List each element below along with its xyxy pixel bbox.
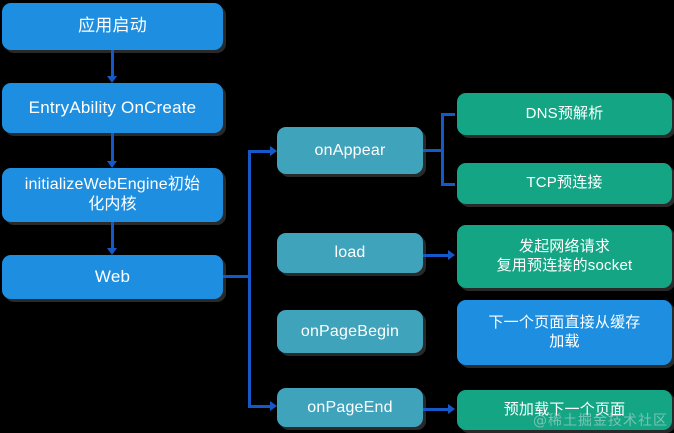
node-label: initializeWebEngine初始 化内核 bbox=[24, 176, 201, 213]
arrowhead-on-appear bbox=[270, 146, 277, 156]
node-label: onAppear bbox=[314, 141, 386, 159]
node-entry-ability-oncreate[interactable]: EntryAbility OnCreate bbox=[2, 83, 223, 133]
connector-web-stem bbox=[223, 275, 250, 278]
node-cache-load[interactable]: 下一个页面直接从缓存 加载 bbox=[457, 300, 672, 365]
node-label: 发起网络请求 复用预连接的socket bbox=[496, 238, 633, 274]
node-label: DNS预解析 bbox=[525, 104, 604, 122]
connector-entry-ability-to-initialize bbox=[111, 133, 114, 161]
arrowhead-network-request bbox=[448, 250, 455, 260]
node-network-request[interactable]: 发起网络请求 复用预连接的socket bbox=[457, 225, 672, 288]
connector-bracket-to-on-appear bbox=[248, 150, 274, 153]
node-on-page-begin[interactable]: onPageBegin bbox=[277, 310, 423, 353]
node-label: 应用启动 bbox=[78, 16, 147, 36]
connector-bracket-to-tcp-preconnect bbox=[441, 183, 455, 186]
node-preload-next[interactable]: 预加载下一个页面 bbox=[457, 390, 672, 430]
node-on-page-end[interactable]: onPageEnd bbox=[277, 388, 423, 427]
connector-on-appear-stem bbox=[423, 149, 443, 152]
node-label: load bbox=[334, 244, 366, 262]
connector-on-page-end-to-preload-next bbox=[423, 408, 450, 411]
node-label: EntryAbility OnCreate bbox=[28, 97, 197, 117]
node-on-appear[interactable]: onAppear bbox=[277, 127, 423, 174]
connector-load-to-network-request bbox=[423, 254, 450, 257]
node-label: 下一个页面直接从缓存 加载 bbox=[488, 314, 641, 350]
connector-bracket-to-dns-prefetch bbox=[441, 113, 455, 116]
connector-app-start-to-entry-ability bbox=[111, 50, 114, 76]
node-web[interactable]: Web bbox=[2, 255, 223, 299]
node-load[interactable]: load bbox=[277, 233, 423, 273]
connector-web-bracket-spine bbox=[248, 150, 251, 408]
node-app-start[interactable]: 应用启动 bbox=[2, 3, 223, 50]
node-dns-prefetch[interactable]: DNS预解析 bbox=[457, 93, 672, 135]
arrowhead-entry-ability bbox=[107, 76, 117, 83]
connector-on-appear-bracket-spine bbox=[441, 113, 444, 186]
node-label: onPageBegin bbox=[300, 322, 400, 340]
arrowhead-web bbox=[107, 248, 117, 255]
connector-bracket-to-on-page-end bbox=[248, 405, 274, 408]
node-label: TCP预连接 bbox=[526, 174, 603, 192]
node-tcp-preconnect[interactable]: TCP预连接 bbox=[457, 163, 672, 204]
arrowhead-initialize-web-engine bbox=[107, 161, 117, 168]
connector-initialize-to-web bbox=[111, 222, 114, 248]
node-label: onPageEnd bbox=[307, 398, 393, 416]
node-initialize-web-engine[interactable]: initializeWebEngine初始 化内核 bbox=[2, 168, 223, 222]
arrowhead-on-page-end bbox=[270, 401, 277, 411]
node-label: 预加载下一个页面 bbox=[503, 400, 626, 418]
arrowhead-preload-next bbox=[448, 404, 455, 414]
node-label: Web bbox=[94, 266, 131, 286]
